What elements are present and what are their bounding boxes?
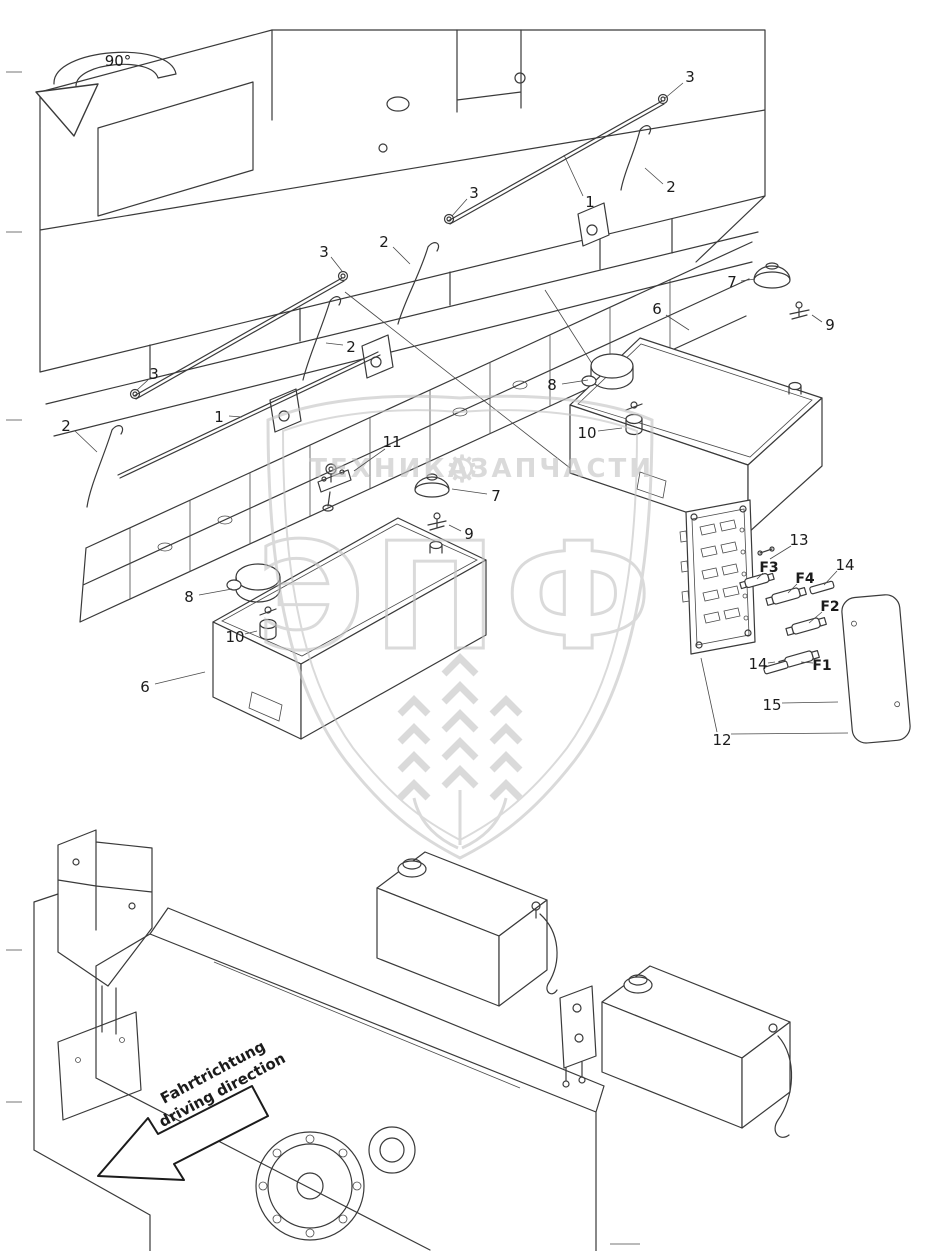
callout-label: 3 bbox=[319, 243, 329, 261]
fuse-f4 bbox=[765, 587, 807, 606]
battery-bracket bbox=[559, 985, 597, 1088]
rotation-arrow: 90° bbox=[35, 51, 177, 137]
bottom-battery-2 bbox=[601, 965, 793, 1138]
callout-label: 1 bbox=[214, 408, 224, 426]
fuse-f2 bbox=[785, 617, 827, 636]
terminal-clamp bbox=[427, 512, 447, 531]
callout-label: 3 bbox=[685, 68, 695, 86]
callout-label: 8 bbox=[547, 376, 557, 394]
callout-label: 12 bbox=[712, 731, 731, 749]
terminal-cover bbox=[581, 353, 634, 390]
callout-label: 8 bbox=[184, 588, 194, 606]
callout-label: 3 bbox=[149, 365, 159, 383]
leader-lines bbox=[74, 82, 849, 735]
hook-rods bbox=[86, 125, 652, 508]
callout-label: 10 bbox=[577, 424, 596, 442]
callout-label: 14 bbox=[748, 655, 767, 673]
terminal-post bbox=[259, 606, 277, 641]
callout-label: 2 bbox=[346, 338, 356, 356]
fuse-f3 bbox=[739, 572, 775, 590]
battery-right bbox=[569, 262, 823, 534]
driving-direction-arrow: Fahrtrichtung driving direction bbox=[97, 1037, 288, 1181]
watermark-left-text: ТЕХНИКА bbox=[309, 454, 470, 484]
terminal-cap bbox=[414, 473, 450, 498]
fuse-holder bbox=[763, 660, 789, 675]
crop-marks bbox=[6, 71, 640, 1245]
flange-circle bbox=[255, 1131, 365, 1241]
watermark-logo-text: ЭПФ bbox=[256, 511, 659, 683]
battery-post bbox=[788, 381, 802, 391]
rotation-arrowhead-icon bbox=[35, 83, 99, 137]
battery-left bbox=[212, 463, 487, 740]
callout-label: 2 bbox=[61, 417, 71, 435]
bottom-battery-1 bbox=[376, 851, 558, 1007]
fuse-label: F2 bbox=[820, 599, 839, 615]
callout-label: 15 bbox=[762, 696, 781, 714]
fuse-holder bbox=[809, 580, 835, 595]
rod-nuts bbox=[129, 93, 669, 400]
fuses bbox=[739, 546, 835, 675]
callout-label: 2 bbox=[666, 178, 676, 196]
jumper-link bbox=[757, 546, 775, 556]
callout-label: 3 bbox=[469, 184, 479, 202]
fuse-label: F3 bbox=[759, 560, 778, 576]
callout-label: 1 bbox=[585, 193, 595, 211]
frame-hole bbox=[386, 96, 410, 112]
fuse-cover-plate bbox=[841, 594, 911, 744]
hold-down-bracket bbox=[317, 463, 352, 512]
callout-label: 11 bbox=[382, 433, 401, 451]
callout-labels: 3 2 1 3 2 3 7 6 9 2 3 8 1 2 10 11 7 9 13… bbox=[61, 68, 854, 749]
fuse-panel bbox=[679, 499, 756, 655]
callout-label: 13 bbox=[789, 531, 808, 549]
callout-label: 9 bbox=[464, 525, 474, 543]
callout-label: 6 bbox=[140, 678, 150, 696]
terminal-cover bbox=[226, 563, 281, 603]
callout-label: 7 bbox=[491, 487, 501, 505]
callout-label: 6 bbox=[652, 300, 662, 318]
wheat-icon bbox=[397, 653, 523, 850]
watermark: ТЕХНИКА ⚙ ЗАПЧАСТИ ЭПФ bbox=[255, 394, 659, 860]
callout-label: 9 bbox=[825, 316, 835, 334]
rotation-angle-label: 90° bbox=[105, 52, 132, 70]
tie-rods bbox=[86, 93, 669, 508]
tie-rod bbox=[117, 100, 665, 479]
fuse-label: F4 bbox=[795, 571, 815, 587]
terminal-post bbox=[625, 401, 643, 436]
gear-icon: ⚙ bbox=[445, 447, 479, 491]
callout-label: 14 bbox=[835, 556, 854, 574]
fuse-label: F1 bbox=[812, 658, 831, 674]
callout-label: 7 bbox=[727, 273, 737, 291]
callout-label: 2 bbox=[379, 233, 389, 251]
callout-label: 10 bbox=[225, 628, 244, 646]
mounting-plates bbox=[269, 202, 610, 433]
terminal-cap bbox=[753, 262, 791, 289]
terminal-clamp bbox=[789, 301, 810, 320]
bottom-view-frame bbox=[33, 829, 605, 1251]
watermark-right-text: ЗАПЧАСТИ bbox=[470, 454, 654, 484]
